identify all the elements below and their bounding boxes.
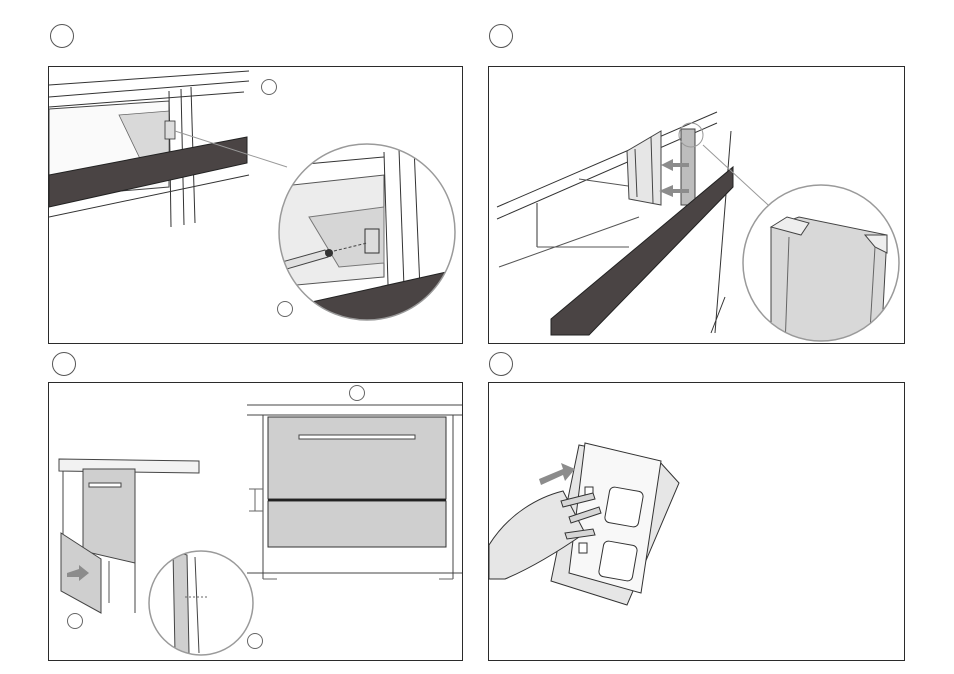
magnifier-detail — [269, 137, 462, 343]
panel-4-power-connection — [488, 382, 905, 661]
step-circle-4 — [489, 352, 513, 376]
panel-3-drawer-alignment — [48, 382, 463, 661]
magnifier-clip-detail — [739, 177, 904, 343]
panel-2-plinth-clip — [488, 66, 905, 344]
screw-icon — [325, 249, 333, 257]
step-circle-3 — [52, 352, 76, 376]
callout-circle-c — [349, 385, 365, 401]
panel-3-illustration — [49, 383, 462, 660]
callout-circle-e — [247, 633, 263, 649]
panel-2-illustration — [489, 67, 904, 343]
magnifier-gap-detail — [149, 543, 259, 660]
callout-circle-d — [67, 613, 83, 629]
arrow-icon — [539, 463, 575, 485]
callout-circle-b — [277, 301, 293, 317]
panel-4-illustration — [489, 383, 904, 660]
step-circle-1 — [50, 24, 74, 48]
step-circle-2 — [489, 24, 513, 48]
callout-circle-a — [261, 79, 277, 95]
panel-1-screw-fastening — [48, 66, 463, 344]
panel-1-illustration — [49, 67, 462, 343]
